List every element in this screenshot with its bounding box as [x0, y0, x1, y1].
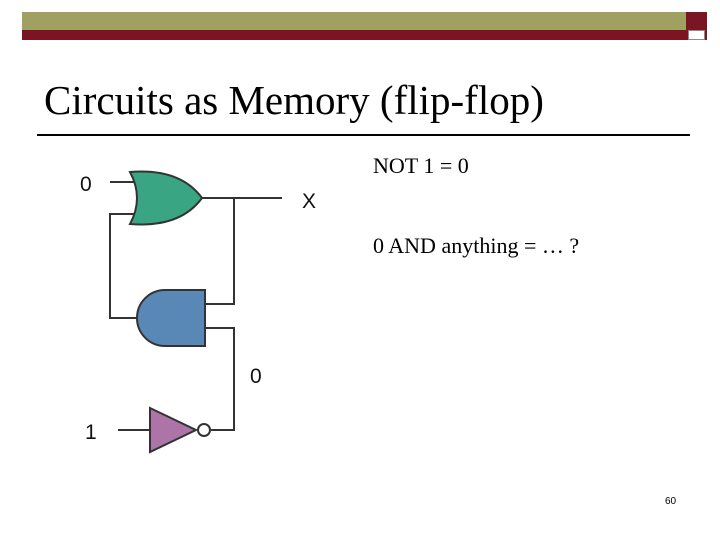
and-gate: [136, 289, 206, 347]
feedback-wire-and-output: [109, 213, 140, 319]
not-gate-bubble: [197, 423, 211, 437]
not-gate: [149, 406, 199, 454]
header-corner-box-lower: [688, 30, 705, 40]
or-input-label: 0: [80, 173, 92, 196]
text-line-not: NOT 1 = 0: [373, 153, 469, 178]
header-corner-box: [686, 12, 707, 30]
and-input-wire: [205, 327, 235, 431]
feedback-wire-output: [205, 198, 235, 305]
title-underline: [37, 134, 690, 136]
slide-title: Circuits as Memory (flip-flop): [44, 77, 544, 123]
text-line-and: 0 AND anything = … ?: [373, 233, 580, 258]
page-number: 60: [665, 496, 677, 507]
circuit-wires: [109, 181, 282, 431]
feedback-value-label: 0: [250, 365, 262, 388]
output-label: X: [302, 190, 316, 213]
header-bar-olive: [22, 12, 686, 30]
or-gate: [128, 170, 204, 226]
not-input-label: 1: [85, 421, 97, 444]
header-bar-maroon: [22, 30, 707, 40]
